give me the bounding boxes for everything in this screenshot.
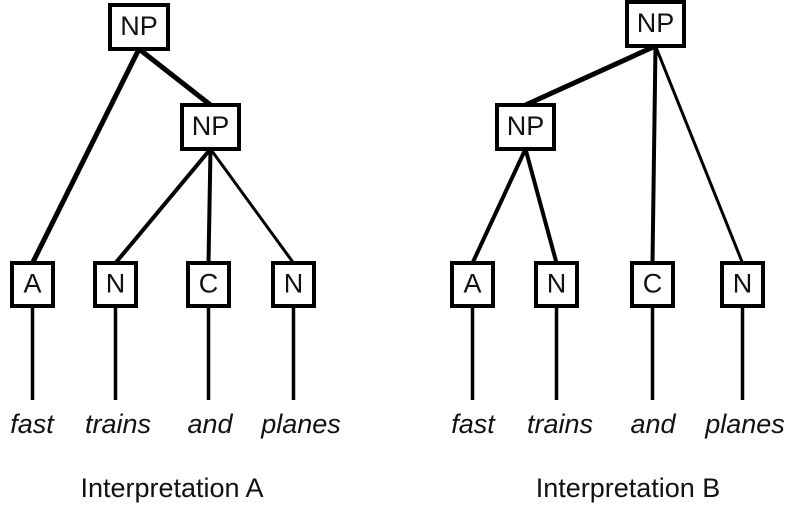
tree-node-np: NP (180, 103, 241, 151)
tree-edge (209, 148, 295, 264)
tree-node-c: C (186, 261, 231, 308)
node-box (495, 103, 556, 151)
captions-layer: Interpretation A Interpretation B (80, 473, 720, 503)
terminal-word: and (630, 409, 676, 439)
node-box (108, 3, 170, 51)
tree-node-a: A (10, 261, 55, 308)
tree-edge (137, 47, 213, 107)
node-box (720, 261, 765, 308)
tree-caption: Interpretation B (536, 473, 721, 503)
node-box (271, 261, 316, 308)
tree-edge (654, 45, 744, 264)
tree-edge (523, 148, 559, 264)
tree-edge (30, 47, 142, 265)
tree-caption: Interpretation A (80, 473, 263, 503)
tree-node-c: C (630, 261, 675, 308)
tree-node-n: N (93, 261, 138, 308)
node-label: C (643, 269, 663, 299)
node-label: N (284, 269, 304, 299)
tree-node-np: NP (625, 0, 686, 48)
tree-edge (206, 148, 213, 264)
words-layer: fast trains and planes fast trains and planes (10, 409, 785, 439)
tree-edge (470, 148, 528, 264)
tree-node-n: N (720, 261, 765, 308)
terminal-word: fast (10, 409, 55, 439)
edges-layer (30, 43, 744, 265)
tree-edge (113, 147, 213, 265)
terminal-word: planes (260, 409, 341, 439)
node-label: N (733, 269, 753, 299)
node-box (450, 261, 495, 308)
terminal-word: trains (527, 409, 593, 439)
stems-layer (30, 306, 745, 400)
terminal-word: trains (85, 409, 151, 439)
terminal-word: planes (704, 409, 785, 439)
tree-node-np: NP (495, 103, 556, 151)
tree-node-n: N (271, 261, 316, 308)
tree-edge (650, 45, 658, 264)
node-box (10, 261, 55, 308)
node-label: NP (120, 11, 158, 41)
node-label: C (199, 269, 219, 299)
node-label: NP (507, 111, 545, 141)
tree-node-a: A (450, 261, 495, 308)
node-label: N (106, 269, 126, 299)
node-box (534, 261, 579, 308)
node-box (93, 261, 138, 308)
node-label: A (23, 269, 41, 299)
node-label: NP (192, 111, 230, 141)
terminal-word: fast (451, 409, 496, 439)
node-label: N (547, 269, 567, 299)
node-box (186, 261, 231, 308)
node-box (180, 103, 241, 151)
tree-edge (524, 43, 657, 108)
tree-node-n: N (534, 261, 579, 308)
nodes-layer: NP NP A N C N NP NP A N C N (10, 0, 765, 308)
node-label: NP (637, 8, 675, 38)
terminal-word: and (187, 409, 233, 439)
node-box (625, 0, 686, 48)
node-box (630, 261, 675, 308)
tree-node-np: NP (108, 3, 170, 51)
node-label: A (463, 269, 481, 299)
